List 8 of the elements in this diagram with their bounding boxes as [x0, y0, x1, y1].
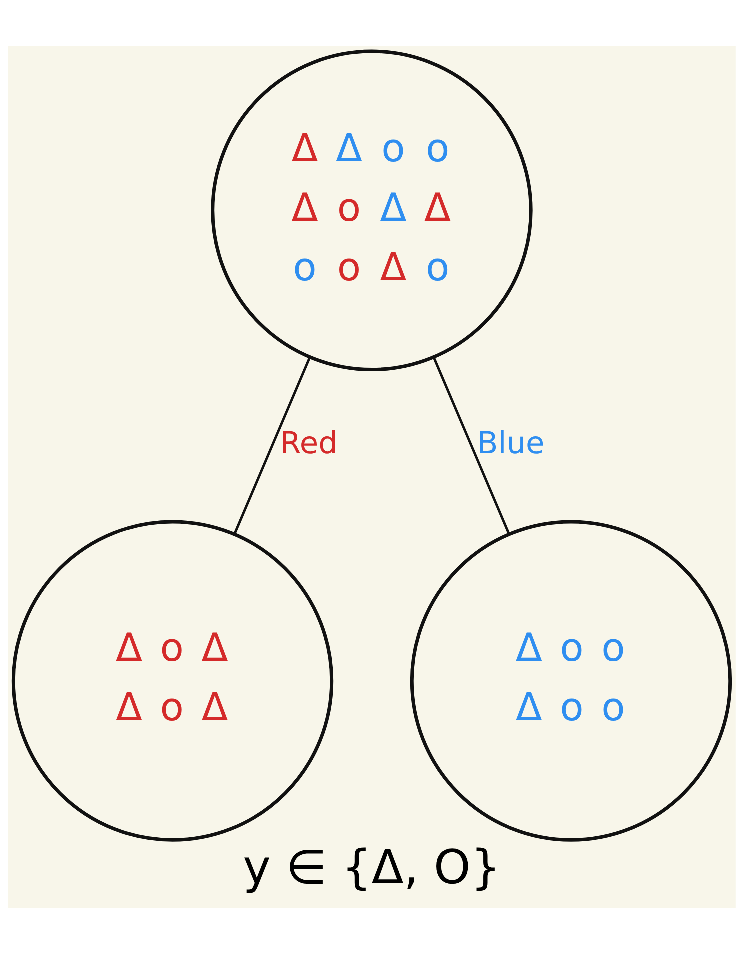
- node-circle: Δ o Δ Δ o Δ: [12, 520, 334, 842]
- edge-label: Red: [280, 426, 338, 462]
- connector: [234, 356, 312, 535]
- node-circle: Δ Δ o o Δ o Δ Δ o o Δ o: [211, 50, 533, 372]
- caption: y ∈ {Δ, O}: [243, 840, 501, 896]
- edge-label: Blue: [477, 426, 545, 462]
- connector: [432, 356, 510, 535]
- node-circle: Δ o o Δ o o: [410, 520, 732, 842]
